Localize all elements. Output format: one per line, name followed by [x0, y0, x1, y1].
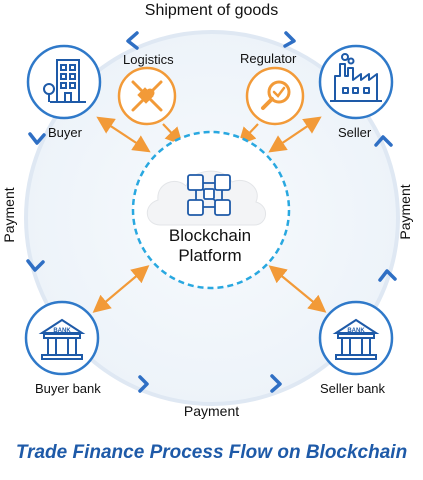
sellerbank-platform-arrow: [268, 265, 327, 313]
bank-icon: [332, 318, 380, 360]
seller-platform-arrow: [268, 116, 322, 153]
regulator-label: Regulator: [240, 51, 297, 66]
building-icon: [43, 59, 86, 103]
bank-sign-text: BANK: [347, 328, 365, 334]
platform-label-line2: Platform: [178, 246, 242, 265]
chevron-icon: [378, 269, 397, 282]
buyer-platform-arrow: [96, 116, 151, 153]
buyerbank-platform-arrow: [92, 265, 150, 313]
connection-arrows: [92, 116, 327, 313]
buyer-label: Buyer: [48, 125, 82, 140]
chevron-icon: [28, 132, 46, 145]
bank-sign-text: BANK: [53, 328, 71, 334]
platform-label: Blockchain Platform: [140, 226, 280, 266]
buyer-node: [26, 44, 102, 120]
platform-label-line1: Blockchain: [168, 226, 252, 245]
chevron-icon: [374, 135, 393, 147]
buyer-bank-label: Buyer bank: [35, 381, 101, 396]
no-shipping-icon: [131, 80, 163, 112]
bank-icon: [38, 318, 86, 360]
factory-icon: [330, 53, 382, 102]
blockchain-network-icon: [187, 174, 231, 216]
seller-bank-node: BANK: [318, 300, 394, 376]
chevron-icon: [270, 374, 282, 393]
magnifier-check-icon: [261, 80, 291, 110]
seller-node: [318, 44, 394, 120]
chevron-icon: [138, 375, 149, 393]
shipment-label: Shipment of goods: [144, 2, 279, 19]
seller-bank-label: Seller bank: [320, 381, 386, 396]
left-payment-label: Payment: [1, 187, 17, 242]
logistics-node: [117, 66, 177, 126]
regulator-node-ring: [245, 66, 305, 126]
flow-chevrons: [26, 31, 397, 393]
chevron-icon: [126, 31, 139, 50]
seller-node-ring: [318, 44, 394, 120]
bottom-payment-label: Payment: [183, 403, 240, 419]
caption-title: Trade Finance Process Flow on Blockchain: [15, 442, 408, 463]
logistics-label: Logistics: [123, 52, 174, 67]
right-payment-label: Payment: [397, 184, 413, 239]
regulator-node: [245, 66, 305, 126]
seller-label: Seller: [338, 125, 372, 140]
chevron-icon: [26, 259, 45, 272]
buyer-bank-node: BANK: [24, 300, 100, 376]
chevron-icon: [283, 31, 296, 48]
